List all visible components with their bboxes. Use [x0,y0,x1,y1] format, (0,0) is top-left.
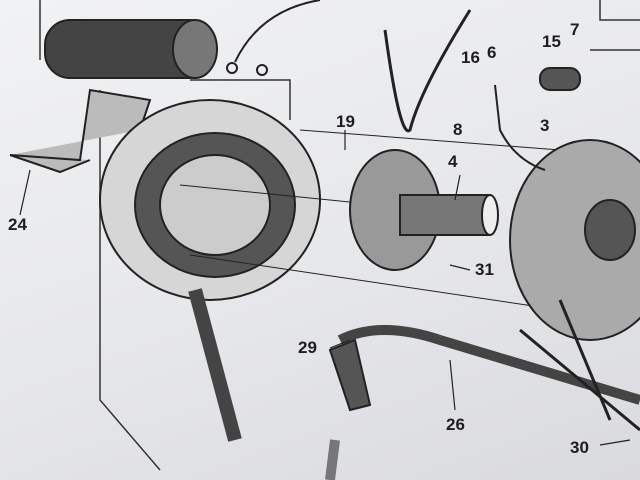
callout-30: 30 [570,438,589,457]
wire-3 [494,84,546,171]
callout-19: 19 [336,112,355,131]
distributor-cam [349,149,499,271]
hv-wire [383,9,472,133]
callout-24: 24 [8,215,27,234]
callout-7: 7 [570,20,580,39]
condenser [539,67,581,91]
breaker-plate [509,139,640,341]
clamp-lever [188,288,242,442]
callout-29: 29 [298,338,317,357]
callout-26: 26 [446,415,465,434]
callout-4: 4 [448,152,458,171]
bracket-24 [9,88,152,174]
callout-3: 3 [540,116,550,135]
distributor-housing [99,99,321,442]
callout-8: 8 [453,120,463,139]
coil-wire [234,0,321,63]
ignition-coil [44,19,268,79]
callout-6: 6 [487,43,497,62]
callout-16: 16 [461,48,480,67]
callout-15: 15 [542,32,561,51]
spark-plug-connector [325,325,640,480]
callout-31: 31 [475,260,494,279]
